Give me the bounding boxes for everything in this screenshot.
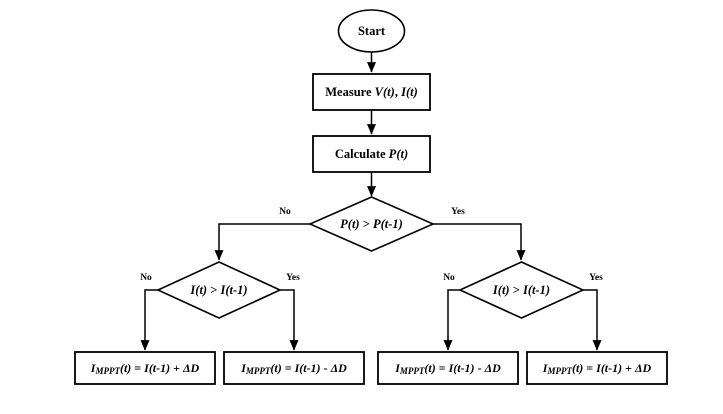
left-var-prev: I xyxy=(219,283,226,297)
measure-var2: I xyxy=(400,85,407,99)
node-calculate-label: Calculate P(t) xyxy=(335,147,408,161)
edge-label-power-no: No xyxy=(279,207,291,217)
action2-lhs-sub: MPPT xyxy=(245,366,271,376)
node-action-1-shape[interactable] xyxy=(74,351,216,385)
node-decision-power-label: P(t) > P(t-1) xyxy=(340,217,403,231)
action4-delta: ΔD xyxy=(634,361,652,375)
measure-arg1: (t) xyxy=(383,85,395,99)
right-op: > xyxy=(510,283,523,297)
action2-equals: = xyxy=(282,361,295,375)
connector-right-yes-to-action-4 xyxy=(583,289,602,351)
node-measure-label: Measure V(t), I(t) xyxy=(325,85,418,99)
edge-label-power-yes: Yes xyxy=(451,207,465,217)
connector-power-no-to-left-decision xyxy=(214,223,310,261)
action1-lhs-arg: (t) xyxy=(120,361,131,375)
edge-label-left-no: No xyxy=(140,273,152,283)
action3-rhs-arg: (t-1) xyxy=(453,361,474,375)
measure-var1: V xyxy=(375,85,385,99)
action4-rhs-var: I xyxy=(595,361,602,375)
edge-label-right-no: No xyxy=(443,273,455,283)
connector-left-no-to-action-1 xyxy=(140,289,158,351)
connector-power-yes-to-right-decision xyxy=(433,223,526,261)
node-action-3-shape[interactable] xyxy=(377,351,519,385)
node-calculate-shape[interactable] xyxy=(312,135,431,173)
action2-delta: ΔD xyxy=(330,361,348,375)
node-start-shape[interactable] xyxy=(337,9,406,53)
right-arg-now: (t) xyxy=(498,283,510,297)
left-arg-prev: (t-1) xyxy=(225,283,247,297)
action1-lhs-var: I xyxy=(90,361,97,375)
action3-lhs-sub: MPPT xyxy=(399,366,425,376)
action3-operator: - xyxy=(475,361,485,375)
node-action-2-shape[interactable] xyxy=(223,351,365,385)
action1-operator: + xyxy=(170,361,183,375)
action4-lhs-arg: (t) xyxy=(572,361,583,375)
action3-lhs-arg: (t) xyxy=(424,361,435,375)
action3-rhs-var: I xyxy=(448,361,455,375)
node-decision-current-right-label: I(t) > I(t-1) xyxy=(492,283,550,297)
node-decision-current-left-label: I(t) > I(t-1) xyxy=(189,283,247,297)
power-var-prev: P xyxy=(373,217,381,231)
action4-lhs-var: I xyxy=(542,361,549,375)
node-action-1-label: IMPPT(t) = I(t-1) + ΔD xyxy=(90,361,200,376)
action1-lhs-sub: MPPT xyxy=(94,366,120,376)
action1-equals: = xyxy=(131,361,144,375)
measure-arg2: (t) xyxy=(406,85,418,99)
node-action-4-label: IMPPT(t) = I(t-1) + ΔD xyxy=(542,361,652,376)
left-op: > xyxy=(207,283,220,297)
connector-right-no-to-action-3 xyxy=(443,289,460,351)
action2-lhs-var: I xyxy=(240,361,247,375)
action1-rhs-arg: (t-1) xyxy=(149,361,170,375)
action2-operator: - xyxy=(321,361,331,375)
node-action-2-label: IMPPT(t) = I(t-1) - ΔD xyxy=(240,361,347,376)
node-decision-current-left-shape[interactable] xyxy=(156,261,282,319)
power-arg-prev: (t-1) xyxy=(381,217,403,231)
power-arg-now: (t) xyxy=(348,217,360,231)
connector-left-yes-to-action-2 xyxy=(280,289,299,351)
right-var-prev: I xyxy=(522,283,529,297)
action2-rhs-arg: (t-1) xyxy=(299,361,320,375)
action2-lhs-arg: (t) xyxy=(270,361,281,375)
action3-delta: ΔD xyxy=(484,361,502,375)
node-action-4-shape[interactable] xyxy=(526,351,668,385)
action4-rhs-arg: (t-1) xyxy=(601,361,622,375)
measure-prefix: Measure xyxy=(325,85,374,99)
power-op: > xyxy=(360,217,373,231)
node-action-3-label: IMPPT(t) = I(t-1) - ΔD xyxy=(394,361,501,376)
action2-rhs-var: I xyxy=(294,361,301,375)
calculate-prefix: Calculate xyxy=(335,147,389,161)
power-var-now: P xyxy=(340,217,348,231)
edge-label-right-yes: Yes xyxy=(589,273,603,283)
right-arg-prev: (t-1) xyxy=(528,283,550,297)
action4-equals: = xyxy=(583,361,596,375)
right-var-now: I xyxy=(492,283,499,297)
calculate-arg1: (t) xyxy=(396,147,408,161)
left-arg-now: (t) xyxy=(195,283,207,297)
action4-operator: + xyxy=(622,361,635,375)
measure-sep: , xyxy=(395,85,401,99)
left-var-now: I xyxy=(189,283,196,297)
node-decision-current-right-shape[interactable] xyxy=(458,261,585,319)
node-decision-power-shape[interactable] xyxy=(308,196,435,252)
action1-delta: ΔD xyxy=(182,361,200,375)
edge-label-left-yes: Yes xyxy=(286,273,300,283)
action3-lhs-var: I xyxy=(394,361,401,375)
node-measure-shape[interactable] xyxy=(312,73,431,111)
action4-lhs-sub: MPPT xyxy=(546,366,572,376)
node-start-label: Start xyxy=(358,24,386,38)
action3-equals: = xyxy=(436,361,449,375)
action1-rhs-var: I xyxy=(143,361,150,375)
calculate-var1: P xyxy=(389,147,397,161)
